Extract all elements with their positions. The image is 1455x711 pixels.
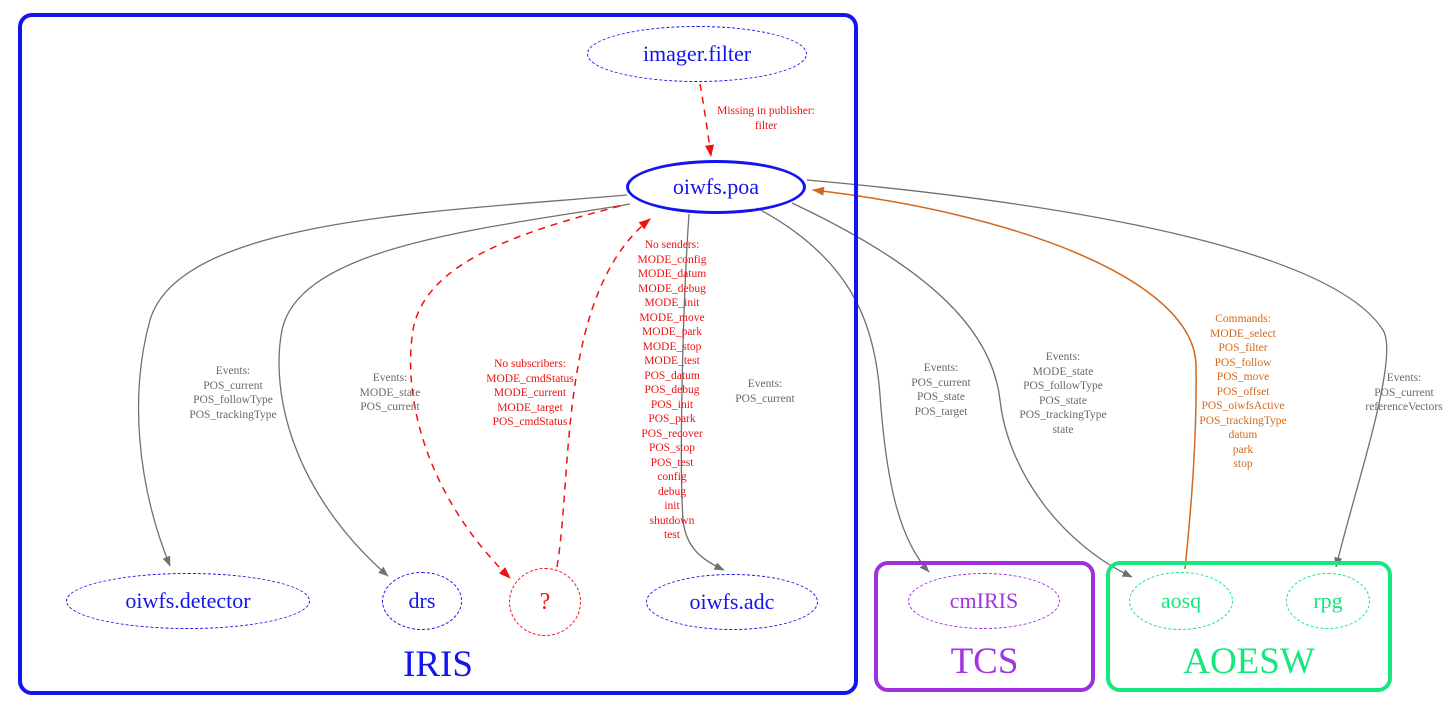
node-oiwfs-poa: oiwfs.poa <box>626 160 806 214</box>
edge-label-adc-events: Events: POS_current <box>735 378 795 405</box>
edge-label-detector-events: Events: POS_current POS_followType POS_t… <box>189 365 277 421</box>
node-oiwfs-poa-label: oiwfs.poa <box>672 174 760 199</box>
edge-unknown-poa <box>556 218 651 568</box>
cluster-tcs-label: TCS <box>950 641 1019 682</box>
node-oiwfs-detector-label: oiwfs.detector <box>125 588 251 613</box>
node-rpg-label: rpg <box>1313 588 1343 613</box>
edge-poa-aosq <box>791 202 1133 578</box>
node-unknown-label: ? <box>539 588 551 615</box>
node-oiwfs-adc-label: oiwfs.adc <box>689 589 775 614</box>
edge-label-rpg-events: Events: POS_current referenceVectors <box>1365 372 1443 413</box>
edge-poa-cmiris <box>756 207 930 573</box>
edge-label-no-senders: No senders: MODE_config MODE_datum MODE_… <box>637 239 707 541</box>
cluster-aoesw: AOESW <box>1106 561 1392 692</box>
edge-poa-adc <box>680 213 725 571</box>
node-aosq: aosq <box>1129 572 1233 630</box>
node-oiwfs-detector: oiwfs.detector <box>66 573 310 629</box>
cluster-aoesw-label: AOESW <box>1183 641 1315 682</box>
edge-imagerfilter-poa <box>699 83 714 157</box>
edge-label-drs-events: Events: MODE_state POS_current <box>359 372 421 413</box>
cluster-iris-label: IRIS <box>403 644 473 685</box>
node-aosq-label: aosq <box>1160 588 1202 613</box>
node-drs: drs <box>382 572 462 630</box>
node-imager-filter: imager.filter <box>587 26 807 82</box>
node-oiwfs-adc: oiwfs.adc <box>646 574 818 630</box>
node-rpg: rpg <box>1286 573 1370 629</box>
node-unknown: ? <box>509 568 581 636</box>
edge-poa-drs <box>278 203 631 577</box>
cluster-iris: IRIS <box>18 13 858 695</box>
edge-label-no-subscribers: No subscribers: MODE_cmdStatus MODE_curr… <box>486 358 574 428</box>
edge-label-cmiris-events: Events: POS_current POS_state POS_target <box>911 362 971 418</box>
node-cmiris: cmIRIS <box>908 573 1060 629</box>
edge-label-missing-publisher: Missing in publisher: filter <box>717 105 815 132</box>
edge-label-aosq-events: Events: MODE_state POS_followType POS_st… <box>1019 351 1107 436</box>
edge-label-aosq-commands: Commands: MODE_select POS_filter POS_fol… <box>1199 313 1287 470</box>
edge-aosq-poa <box>812 186 1197 570</box>
node-imager-filter-label: imager.filter <box>642 41 752 66</box>
node-drs-label: drs <box>408 588 436 613</box>
node-cmiris-label: cmIRIS <box>949 588 1019 613</box>
edge-poa-unknown <box>409 205 621 579</box>
cluster-tcs: TCS <box>874 561 1095 692</box>
edge-poa-rpg <box>806 179 1388 568</box>
edge-poa-detector <box>137 194 628 567</box>
